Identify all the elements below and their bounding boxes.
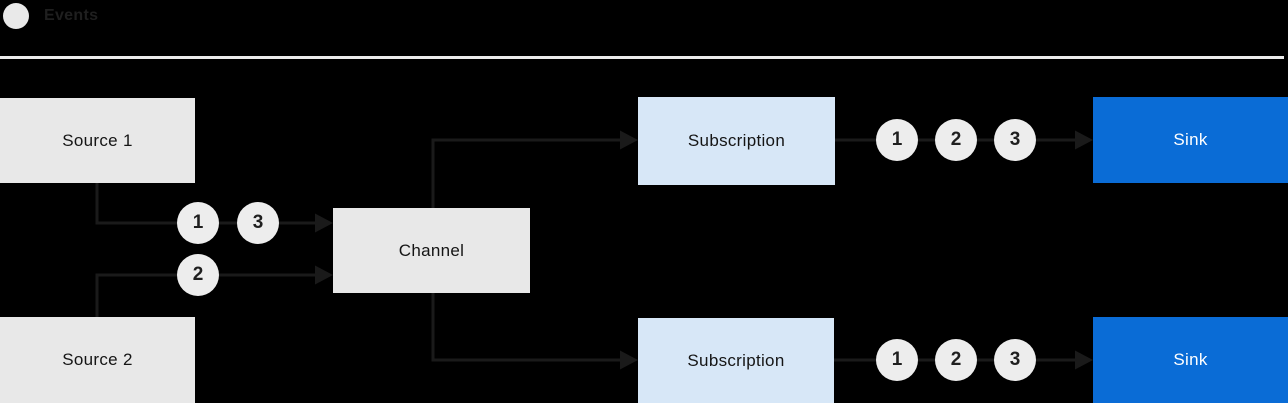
source-2-node: Source 2 xyxy=(0,317,195,403)
legend-label: Events xyxy=(44,7,99,24)
arrowhead-icon xyxy=(1075,130,1093,150)
arrowhead-icon xyxy=(315,265,333,285)
arrowhead-icon xyxy=(620,350,638,370)
event-badge: 2 xyxy=(935,339,977,381)
source-1-node: Source 1 xyxy=(0,98,195,183)
arrowhead-icon xyxy=(315,213,333,233)
event-badge: 1 xyxy=(876,119,918,161)
channel-node: Channel xyxy=(333,208,530,293)
sink-top-node: Sink xyxy=(1093,97,1288,183)
sink-bottom-node: Sink xyxy=(1093,317,1288,403)
divider xyxy=(0,56,1284,59)
event-legend-icon xyxy=(3,3,29,29)
event-badge: 2 xyxy=(935,119,977,161)
event-badge: 3 xyxy=(994,119,1036,161)
event-badge: 3 xyxy=(994,339,1036,381)
event-badge: 2 xyxy=(177,254,219,296)
event-badge: 1 xyxy=(177,202,219,244)
connector-source2-to-channel xyxy=(95,273,317,317)
arrowhead-icon xyxy=(1075,350,1093,370)
connector-channel-to-subscription-bottom xyxy=(431,293,622,362)
connector-channel-to-subscription-top xyxy=(431,138,622,208)
arrowhead-icon xyxy=(620,130,638,150)
subscription-bottom-node: Subscription xyxy=(638,318,834,403)
event-badge: 1 xyxy=(876,339,918,381)
event-badge: 3 xyxy=(237,202,279,244)
subscription-top-node: Subscription xyxy=(638,97,835,185)
